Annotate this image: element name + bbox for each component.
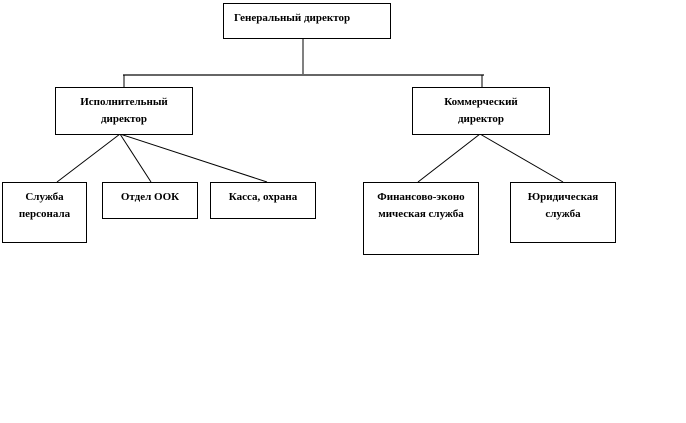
node-cash-security: Касса, охрана	[210, 182, 316, 219]
node-finance-economic-service: Финансово-экономическая служба	[363, 182, 479, 255]
node-ook-department: Отдел ООК	[102, 182, 198, 219]
exec-to-ook	[119, 133, 152, 183]
node-hr-service: Служба персонала	[2, 182, 87, 243]
commercial-to-legal	[479, 133, 564, 183]
node-executive-director: Исполнительный директор	[55, 87, 193, 135]
node-commercial-director: Коммерческий директор	[412, 87, 550, 135]
node-legal-service: Юридическая служба	[510, 182, 616, 243]
commercial-to-finance	[417, 133, 481, 183]
node-general-director: Генеральный директор	[223, 3, 391, 39]
exec-to-cash	[119, 133, 268, 183]
exec-to-hr	[56, 133, 121, 183]
